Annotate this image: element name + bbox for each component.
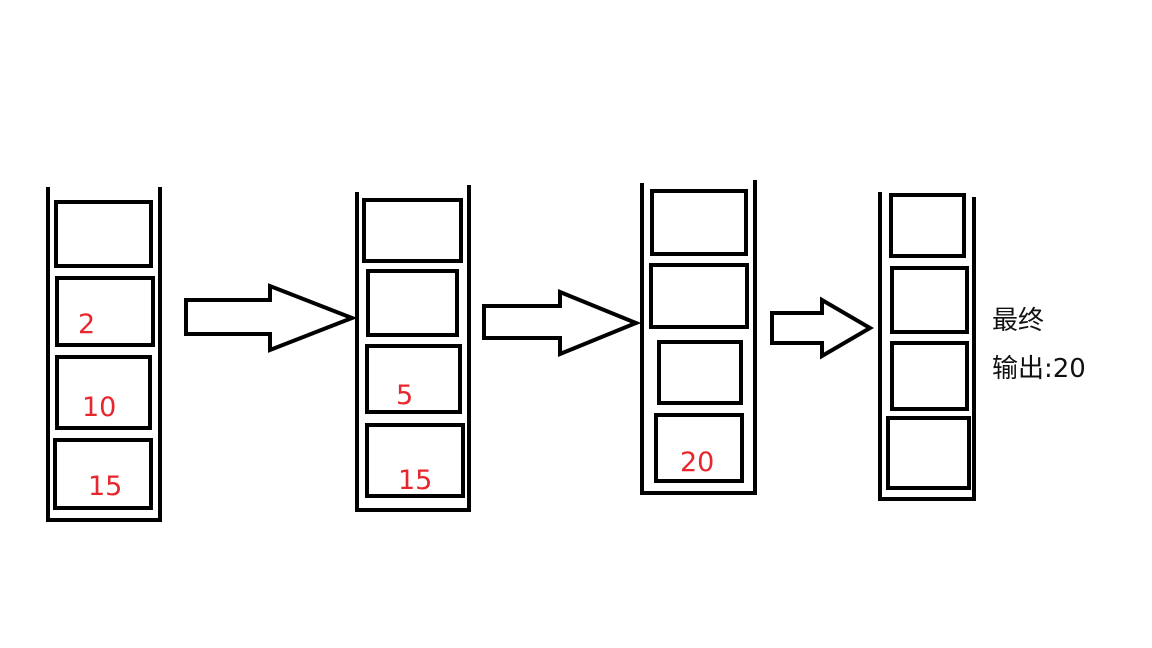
stack-3-slot-4 bbox=[654, 413, 744, 483]
stack-2-value-3: 5 bbox=[396, 380, 413, 411]
stack-1-slot-2 bbox=[55, 276, 155, 347]
stack-3-container bbox=[640, 180, 757, 495]
stack-2-slot-3 bbox=[365, 344, 462, 414]
stack-1-value-3: 10 bbox=[82, 392, 116, 423]
result-label: 最终 bbox=[992, 306, 1044, 336]
stack-1-value-2: 2 bbox=[78, 309, 95, 340]
stack-1-slot-4 bbox=[53, 438, 153, 510]
stack-4-slot-2 bbox=[890, 266, 969, 334]
stack-1-slot-3 bbox=[55, 355, 152, 430]
stack-4-container bbox=[878, 192, 976, 501]
stack-2: 5 15 bbox=[355, 185, 471, 512]
stack-4-slot-4 bbox=[886, 416, 971, 490]
stack-2-slot-1 bbox=[362, 198, 463, 263]
stack-2-value-4: 15 bbox=[398, 465, 432, 496]
stack-3-value-4: 20 bbox=[680, 447, 714, 478]
result-output: 输出:20 bbox=[992, 354, 1086, 384]
arrow-3 bbox=[770, 296, 874, 360]
stack-3-slot-3 bbox=[657, 340, 743, 405]
stack-3: 20 bbox=[640, 180, 757, 495]
stack-4-slot-3 bbox=[890, 341, 969, 411]
stack-3-slot-1 bbox=[650, 189, 748, 256]
stack-1-slot-1 bbox=[54, 200, 153, 268]
stack-4 bbox=[878, 192, 976, 501]
stack-1-container bbox=[46, 187, 162, 522]
stack-2-slot-2 bbox=[366, 269, 459, 337]
stack-3-slot-2 bbox=[649, 263, 749, 329]
stack-1: 2 10 15 bbox=[46, 187, 162, 522]
arrow-2 bbox=[482, 289, 642, 357]
stack-1-value-4: 15 bbox=[88, 471, 122, 502]
stack-2-slot-4 bbox=[365, 423, 465, 498]
stack-2-container bbox=[355, 185, 471, 512]
arrow-1 bbox=[184, 283, 358, 353]
stack-4-slot-1 bbox=[889, 193, 966, 258]
